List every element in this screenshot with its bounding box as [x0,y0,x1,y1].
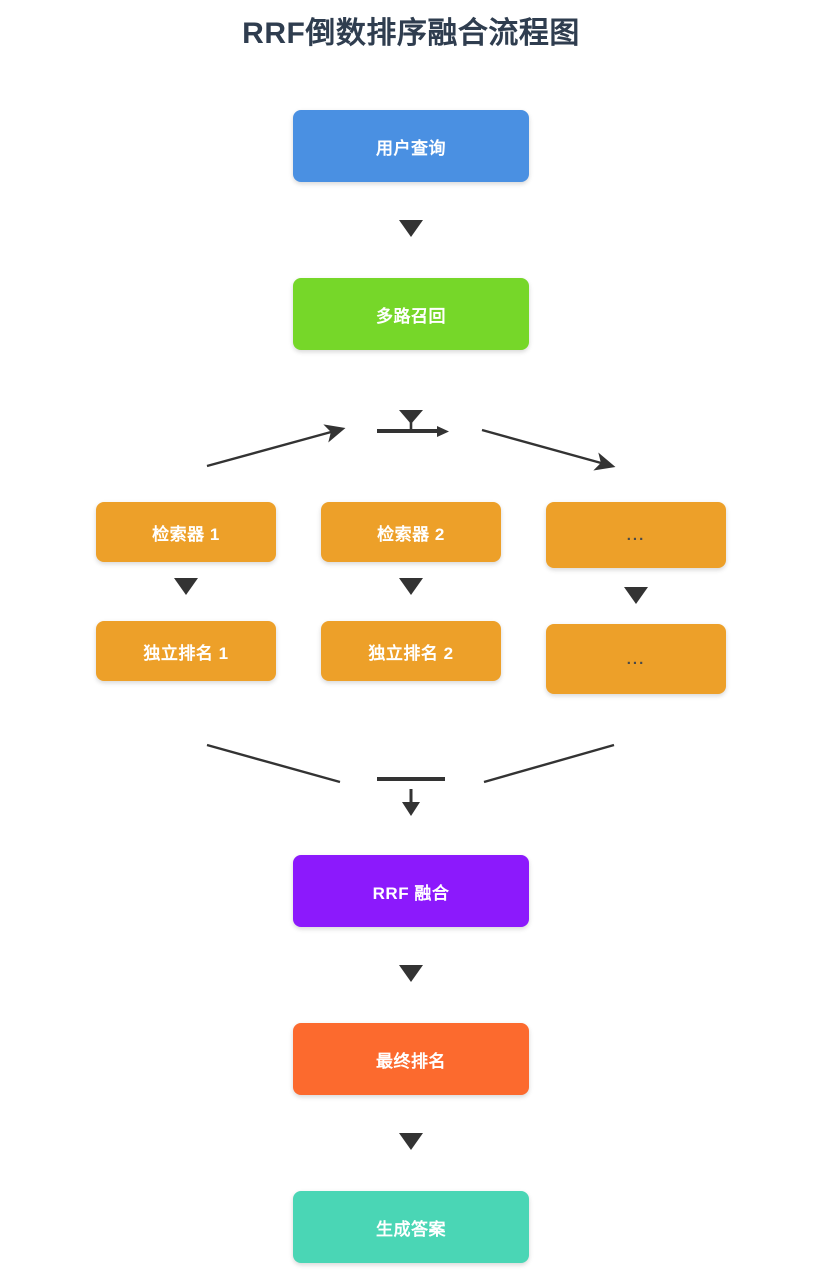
tri-final-gen-icon [399,1133,423,1150]
node-rank_2[interactable]: 独立排名 2 [321,621,501,681]
tri-ret1-rank1-icon [174,578,198,595]
tri-query-recall-icon [399,220,423,237]
node-multi_recall[interactable]: 多路召回 [293,278,529,350]
node-retriever_1[interactable]: 检索器 1 [96,502,276,562]
node-rrf_fusion[interactable]: RRF 融合 [293,855,529,927]
node-user_query[interactable]: 用户查询 [293,110,529,182]
node-retriever_2[interactable]: 检索器 2 [321,502,501,562]
edge-recall-retriever2 [377,410,449,437]
edge-rankN-rrf [483,743,615,784]
tri-retn-rankn-icon [624,587,648,604]
node-rank_1[interactable]: 独立排名 1 [96,621,276,681]
node-final_rank[interactable]: 最终排名 [293,1023,529,1095]
tri-rrf-final-icon [399,965,423,982]
edge-rank1-rrf [206,743,341,784]
page-title: RRF倒数排序融合流程图 [242,17,580,50]
tri-ret2-rank2-icon [399,578,423,595]
edge-recall-retriever1 [206,424,346,468]
node-rank_n[interactable]: ... [546,624,726,694]
edge-recall-retrieverN [481,428,616,471]
node-gen_answer[interactable]: 生成答案 [293,1191,529,1263]
node-retriever_n[interactable]: ... [546,502,726,568]
edge-rank2-rrf [377,777,445,816]
